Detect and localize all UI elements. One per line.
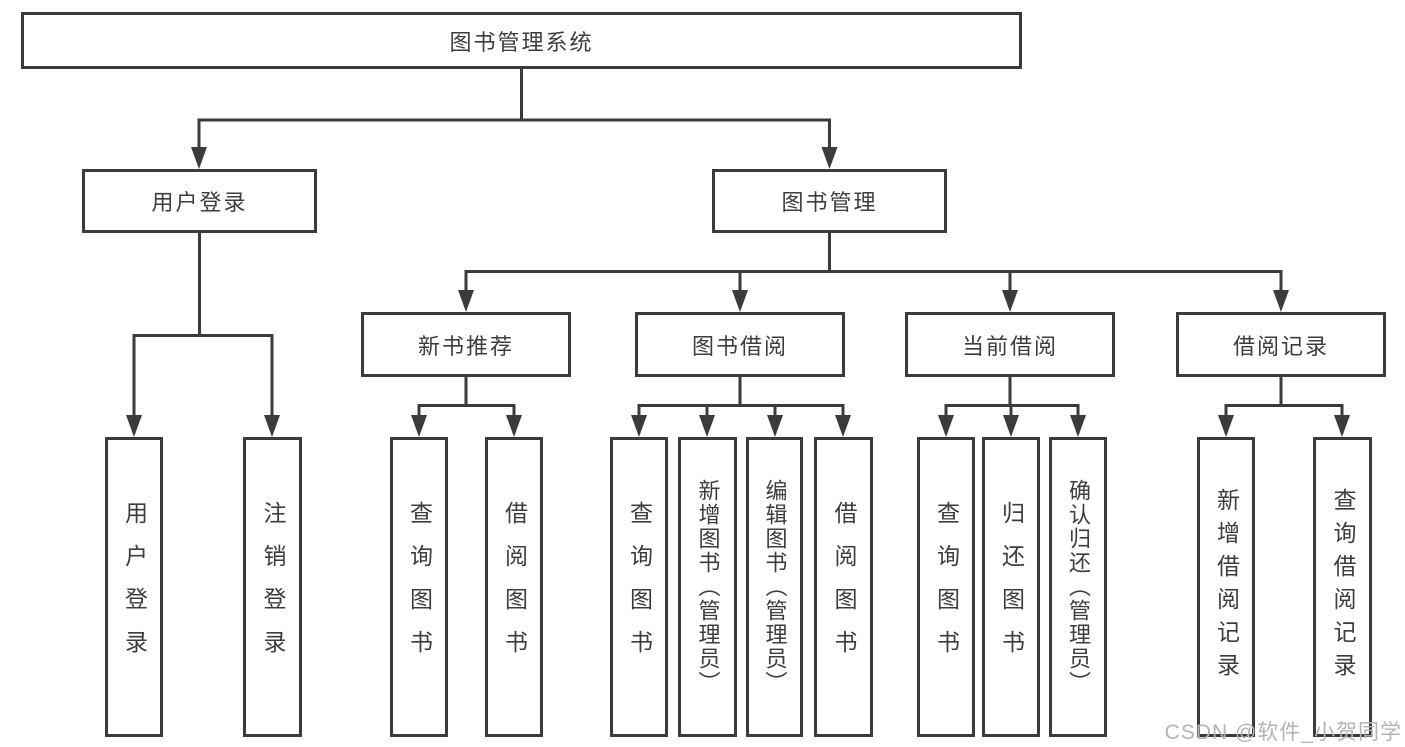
leaf-label: 编辑图书（管理员） <box>762 479 788 695</box>
node-label: 图书管理系统 <box>449 29 594 55</box>
leaf-borrow-books: 借阅图书 <box>814 437 873 737</box>
node-current-borrowing: 当前借阅 <box>905 312 1115 377</box>
leaf-add-book-admin: 新增图书（管理员） <box>678 437 737 737</box>
leaf-label: 确认归还（管理员） <box>1066 479 1091 695</box>
node-label: 图书借阅 <box>691 333 788 359</box>
leaf-label: 借阅图书 <box>831 501 857 673</box>
leaf-label: 查询借阅记录 <box>1330 488 1356 686</box>
node-new-book-recommendation: 新书推荐 <box>361 312 571 377</box>
arrowheads <box>126 147 1350 437</box>
leaf-query-borrow-record: 查询借阅记录 <box>1313 437 1372 737</box>
leaf-confirm-return-admin: 确认归还（管理员） <box>1049 437 1107 737</box>
node-borrowing-records: 借阅记录 <box>1176 312 1386 377</box>
leaf-label: 查询图书 <box>626 501 653 673</box>
leaf-label: 新增图书（管理员） <box>695 479 721 695</box>
leaf-label: 用户登录 <box>121 501 148 673</box>
leaf-label: 新增借阅记录 <box>1213 488 1240 686</box>
node-label: 用户登录 <box>151 190 248 215</box>
node-book-management: 图书管理 <box>712 169 947 233</box>
node-library-management-system: 图书管理系统 <box>21 12 1022 69</box>
leaf-return-books: 归还图书 <box>982 437 1040 737</box>
node-label: 新书推荐 <box>417 333 514 359</box>
leaf-label: 归还图书 <box>998 501 1025 673</box>
leaf-query-books-borrowing: 查询图书 <box>610 437 668 737</box>
node-label: 当前借阅 <box>961 333 1058 359</box>
watermark-text: CSDN @软件_小贺同学 <box>1164 721 1402 744</box>
leaf-label: 借阅图书 <box>501 501 528 673</box>
leaf-label: 查询图书 <box>933 501 960 673</box>
leaf-label: 查询图书 <box>406 501 433 673</box>
node-label: 图书管理 <box>781 190 878 215</box>
connector-paths <box>132 69 1344 419</box>
leaf-user-login: 用户登录 <box>105 437 163 737</box>
leaf-add-borrow-record: 新增借阅记录 <box>1197 437 1255 737</box>
node-user-login: 用户登录 <box>82 169 317 233</box>
leaf-borrow-books-recommend: 借阅图书 <box>485 437 543 737</box>
leaf-query-books-recommend: 查询图书 <box>390 437 448 737</box>
leaf-label: 注销登录 <box>260 501 286 673</box>
node-book-borrowing: 图书借阅 <box>635 312 845 377</box>
leaf-edit-book-admin: 编辑图书（管理员） <box>746 437 803 737</box>
leaf-query-books-current: 查询图书 <box>917 437 975 737</box>
node-label: 借阅记录 <box>1232 333 1329 359</box>
leaf-logout: 注销登录 <box>243 437 302 737</box>
